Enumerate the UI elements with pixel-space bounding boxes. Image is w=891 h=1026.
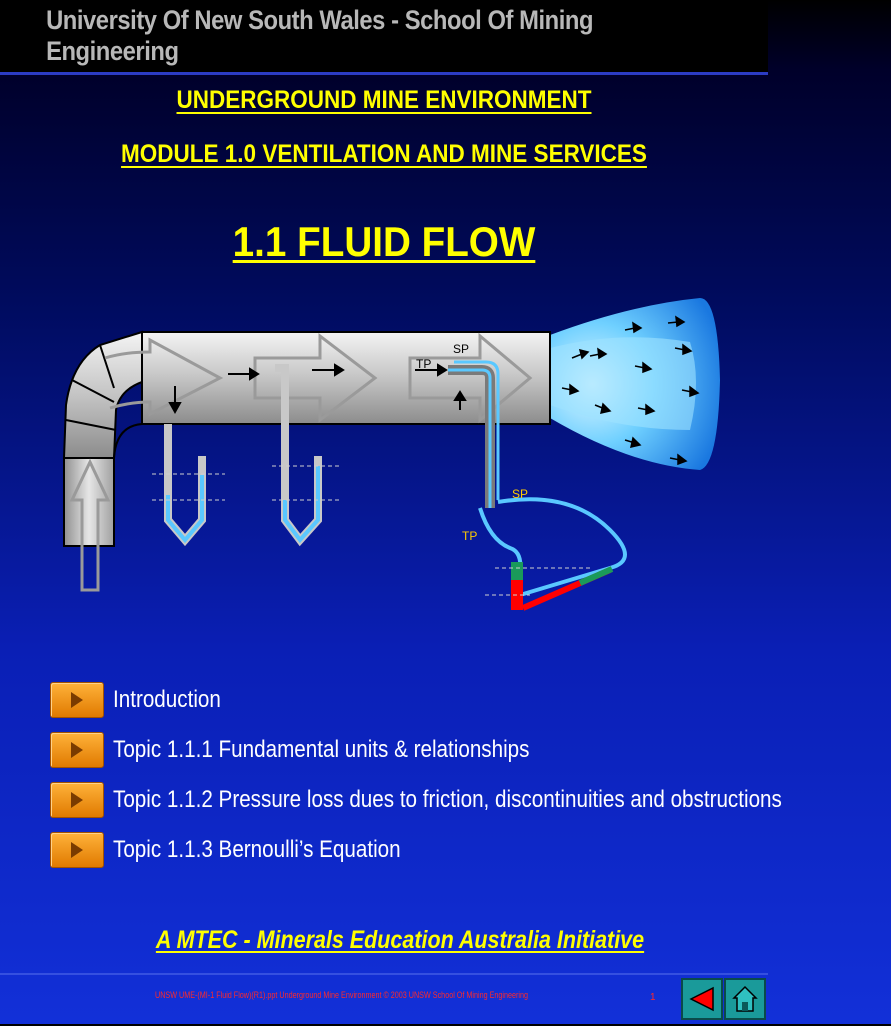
header-title: University Of New South Wales - School O…: [46, 5, 594, 66]
menu-item-introduction[interactable]: Introduction: [50, 680, 238, 720]
slide-header: University Of New South Wales - School O…: [0, 0, 768, 75]
jet-arrows: [561, 315, 700, 466]
velocity-arrows: [168, 363, 467, 415]
page-number: 1: [650, 992, 656, 1003]
menu-item-topic-1-1-3[interactable]: Topic 1.1.3 Bernoulli’s Equation: [50, 830, 447, 870]
menu-item-topic-1-1-2[interactable]: Topic 1.1.2 Pressure loss dues to fricti…: [50, 780, 891, 820]
label-sp-lower: SP: [512, 487, 528, 501]
back-arrow-icon: [685, 982, 719, 1016]
fluid-flow-diagram: SP TP SP TP: [62, 298, 720, 611]
label-sp-top: SP: [453, 342, 469, 356]
back-button[interactable]: [681, 978, 723, 1020]
manometer-static: [152, 424, 225, 547]
menu-item-label[interactable]: Topic 1.1.3 Bernoulli’s Equation: [113, 836, 401, 863]
menu-item-topic-1-1-1[interactable]: Topic 1.1.1 Fundamental units & relation…: [50, 730, 597, 770]
footer: [0, 973, 768, 1026]
manometer-total: [272, 364, 340, 547]
air-jet: [550, 298, 720, 470]
play-icon[interactable]: [50, 782, 104, 818]
initiative-caption: A MTEC - Minerals Education Australia In…: [155, 926, 645, 954]
course-title: UNDERGROUND MINE ENVIRONMENT: [176, 86, 592, 114]
label-tp-lower: TP: [462, 529, 477, 543]
page-title: 1.1 FLUID FLOW: [232, 218, 536, 265]
label-tp-top: TP: [416, 357, 431, 371]
menu-item-label[interactable]: Topic 1.1.1 Fundamental units & relation…: [113, 736, 530, 763]
menu-item-label[interactable]: Topic 1.1.2 Pressure loss dues to fricti…: [113, 786, 782, 813]
flow-arrows: [69, 332, 533, 592]
duct: [62, 330, 551, 547]
play-icon[interactable]: [50, 732, 104, 768]
inclined-manometer: [485, 562, 614, 611]
play-icon[interactable]: [50, 682, 104, 718]
footer-text: UNSW UME-(MI-1 Fluid Flow)(R1).ppt Under…: [155, 990, 529, 1000]
pitot-tube: [448, 360, 627, 597]
home-icon: [728, 982, 762, 1016]
play-icon[interactable]: [50, 832, 104, 868]
home-button[interactable]: [724, 978, 766, 1020]
menu-item-label[interactable]: Introduction: [113, 686, 221, 713]
module-title: MODULE 1.0 VENTILATION AND MINE SERVICES: [121, 140, 647, 168]
